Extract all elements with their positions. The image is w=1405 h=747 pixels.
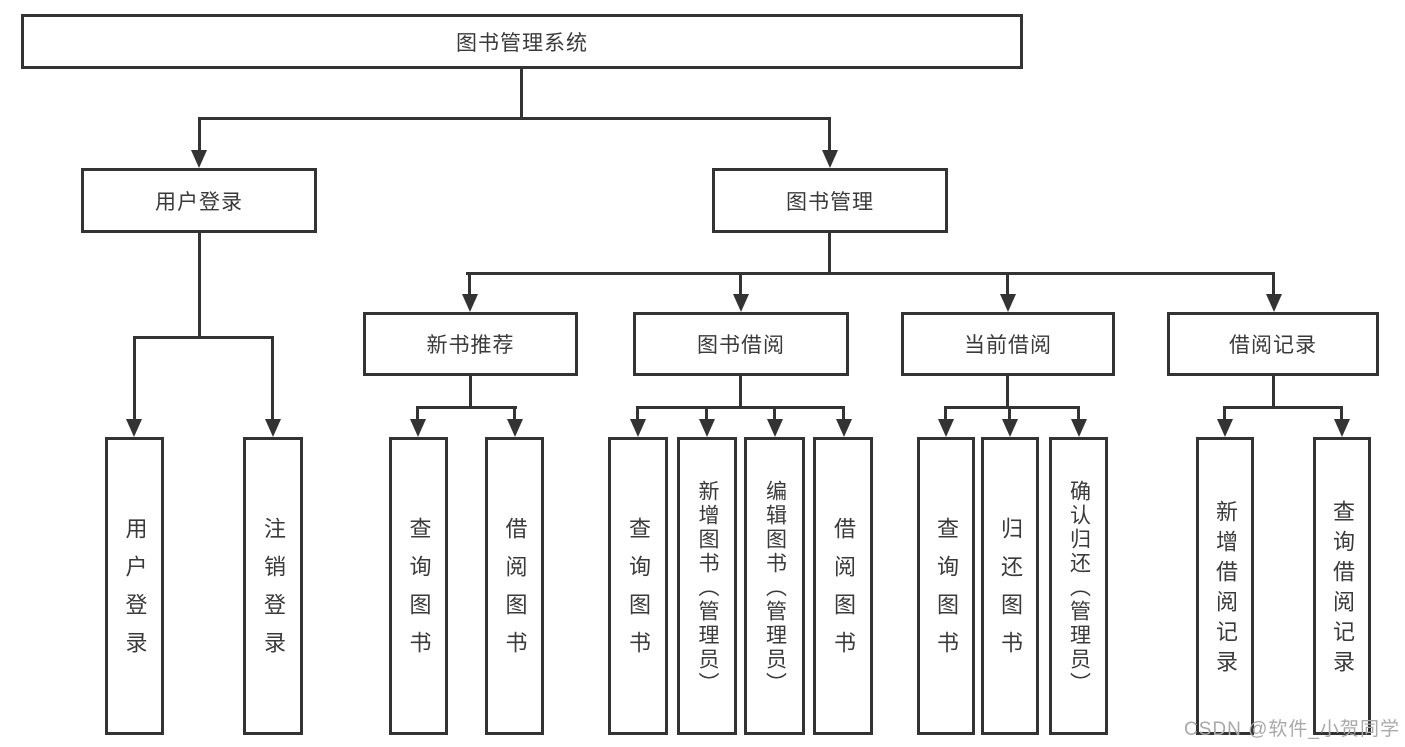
- connector-line: [1223, 406, 1343, 409]
- leaf-logout: 注销登录: [243, 437, 303, 735]
- arrowhead-down-icon: [767, 419, 783, 437]
- connector-line: [271, 336, 274, 423]
- arrowhead-down-icon: [822, 150, 838, 168]
- connector-line: [1340, 406, 1343, 423]
- arrowhead-down-icon: [938, 419, 954, 437]
- connector-line: [416, 406, 517, 409]
- arrowhead-down-icon: [126, 419, 142, 437]
- arrowhead-down-icon: [462, 294, 478, 312]
- leaf-borrow-books-recommend: 借阅图书: [485, 437, 544, 735]
- connector-line: [636, 406, 639, 423]
- connector-line: [1077, 406, 1080, 423]
- connector-line: [944, 406, 947, 423]
- leaf-query-books-current: 查询图书: [917, 437, 975, 735]
- node-user-login: 用户登录: [81, 168, 317, 233]
- node-new-book-recommend: 新书推荐: [363, 312, 578, 376]
- arrowhead-down-icon: [1000, 294, 1016, 312]
- leaf-query-books-recommend: 查询图书: [389, 437, 448, 735]
- connector-line: [739, 376, 742, 409]
- arrowhead-down-icon: [507, 419, 523, 437]
- connector-line: [739, 272, 742, 298]
- connector-line: [1006, 376, 1009, 409]
- connector-line: [705, 406, 708, 423]
- connector-line: [1008, 406, 1011, 423]
- watermark: CSDN @软件_小贺同学: [1184, 719, 1400, 740]
- leaf-add-book-admin: 新增图书（管理员）: [677, 437, 737, 735]
- connector-line: [416, 406, 419, 423]
- leaf-query-borrow-record: 查询借阅记录: [1313, 437, 1371, 735]
- node-book-borrow: 图书借阅: [633, 312, 849, 376]
- arrowhead-down-icon: [836, 419, 852, 437]
- node-root: 图书管理系统: [21, 14, 1023, 69]
- leaf-return-book: 归还图书: [981, 437, 1039, 735]
- connector-line: [944, 406, 1079, 409]
- arrowhead-down-icon: [630, 419, 646, 437]
- arrowhead-down-icon: [1334, 419, 1350, 437]
- arrowhead-down-icon: [1266, 294, 1282, 312]
- connector-line: [842, 406, 845, 423]
- connector-line: [1272, 376, 1275, 409]
- leaf-query-books-borrow: 查询图书: [608, 437, 668, 735]
- arrowhead-down-icon: [265, 419, 281, 437]
- connector-line: [828, 117, 831, 154]
- node-current-borrow: 当前借阅: [901, 312, 1115, 376]
- connector-line: [466, 272, 1275, 275]
- arrowhead-down-icon: [410, 419, 426, 437]
- connector-line: [198, 117, 831, 120]
- arrowhead-down-icon: [733, 294, 749, 312]
- leaf-borrow-books: 借阅图书: [813, 437, 873, 735]
- arrowhead-down-icon: [191, 150, 207, 168]
- connector-line: [1272, 272, 1275, 298]
- leaf-confirm-return-admin: 确认归还（管理员）: [1049, 437, 1108, 735]
- leaf-edit-book-admin: 编辑图书（管理员）: [744, 437, 805, 735]
- connector-line: [828, 233, 831, 275]
- connector-line: [1223, 406, 1226, 423]
- connector-line: [469, 376, 472, 409]
- arrowhead-down-icon: [699, 419, 715, 437]
- connector-line: [133, 336, 136, 423]
- node-book-management: 图书管理: [712, 168, 948, 233]
- connector-line: [636, 406, 845, 409]
- arrowhead-down-icon: [1071, 419, 1087, 437]
- leaf-add-borrow-record: 新增借阅记录: [1196, 437, 1254, 735]
- connector-line: [773, 406, 776, 423]
- connector-line: [520, 69, 523, 120]
- node-borrow-records: 借阅记录: [1167, 312, 1379, 376]
- connector-line: [1006, 272, 1009, 298]
- connector-line: [198, 117, 201, 154]
- arrowhead-down-icon: [1217, 419, 1233, 437]
- arrowhead-down-icon: [1002, 419, 1018, 437]
- connector-line: [198, 233, 201, 339]
- connector-line: [133, 336, 274, 339]
- connector-line: [468, 272, 471, 298]
- connector-line: [513, 406, 516, 423]
- leaf-user-login: 用户登录: [105, 437, 164, 735]
